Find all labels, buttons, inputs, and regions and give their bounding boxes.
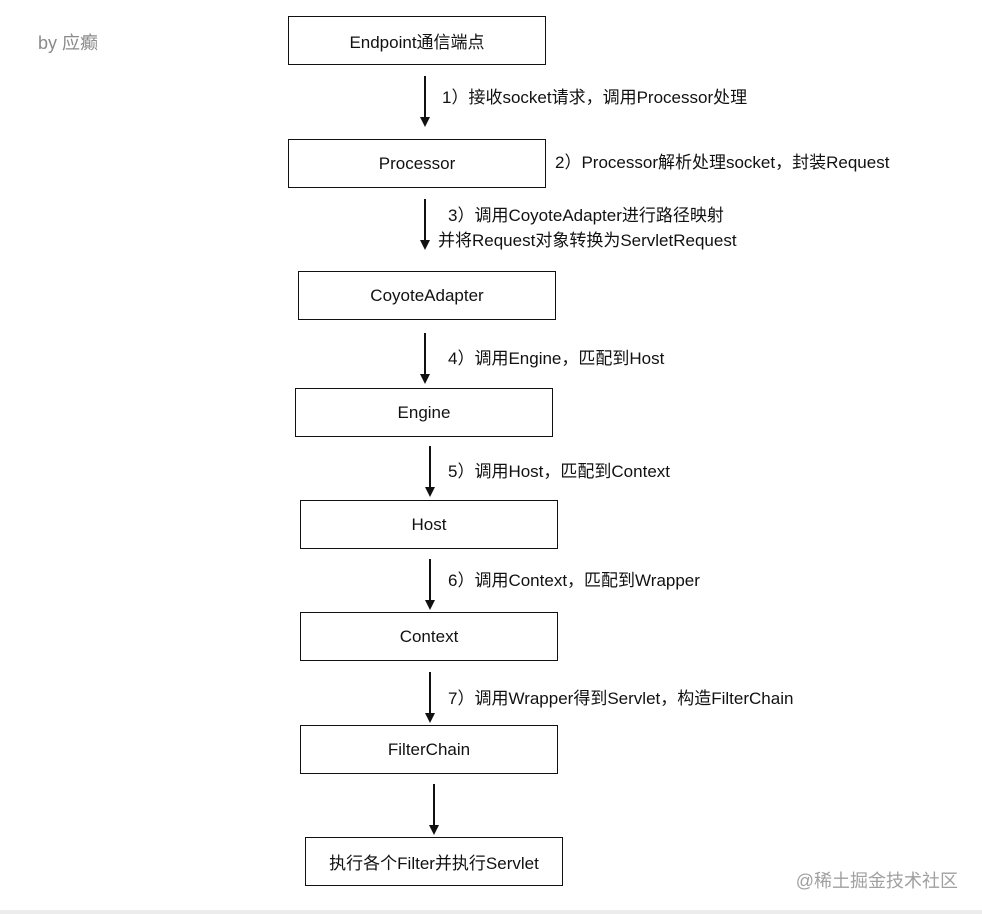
step-7-label: 7）调用Wrapper得到Servlet，构造FilterChain	[448, 689, 794, 708]
node-endpoint: Endpoint通信端点	[288, 16, 546, 65]
step-3-label-line1: 3）调用CoyoteAdapter进行路径映射	[448, 206, 724, 225]
node-context: Context	[300, 612, 558, 661]
node-filterchain: FilterChain	[300, 725, 558, 774]
node-engine: Engine	[295, 388, 553, 437]
bottom-divider	[0, 910, 982, 914]
arrow-4	[420, 333, 430, 384]
watermark-label: @稀土掘金技术社区	[795, 871, 958, 891]
arrow-8	[429, 784, 439, 835]
node-processor: Processor	[288, 139, 546, 188]
arrow-1	[420, 76, 430, 127]
step-5-label: 5）调用Host，匹配到Context	[448, 462, 670, 481]
node-host: Host	[300, 500, 558, 549]
arrow-6	[425, 559, 435, 610]
step-4-label: 4）调用Engine，匹配到Host	[448, 349, 665, 368]
arrow-3	[420, 199, 430, 250]
arrow-5	[425, 446, 435, 497]
author-label: by 应癫	[38, 33, 99, 53]
step-2-label: 2）Processor解析处理socket，封装Request	[555, 153, 890, 172]
node-coyote-adapter: CoyoteAdapter	[298, 271, 556, 320]
step-1-label: 1）接收socket请求，调用Processor处理	[442, 88, 748, 107]
arrow-7	[425, 672, 435, 723]
step-3-label-line2: 并将Request对象转换为ServletRequest	[438, 231, 737, 250]
step-6-label: 6）调用Context，匹配到Wrapper	[448, 571, 700, 590]
node-execute: 执行各个Filter并执行Servlet	[305, 837, 563, 886]
